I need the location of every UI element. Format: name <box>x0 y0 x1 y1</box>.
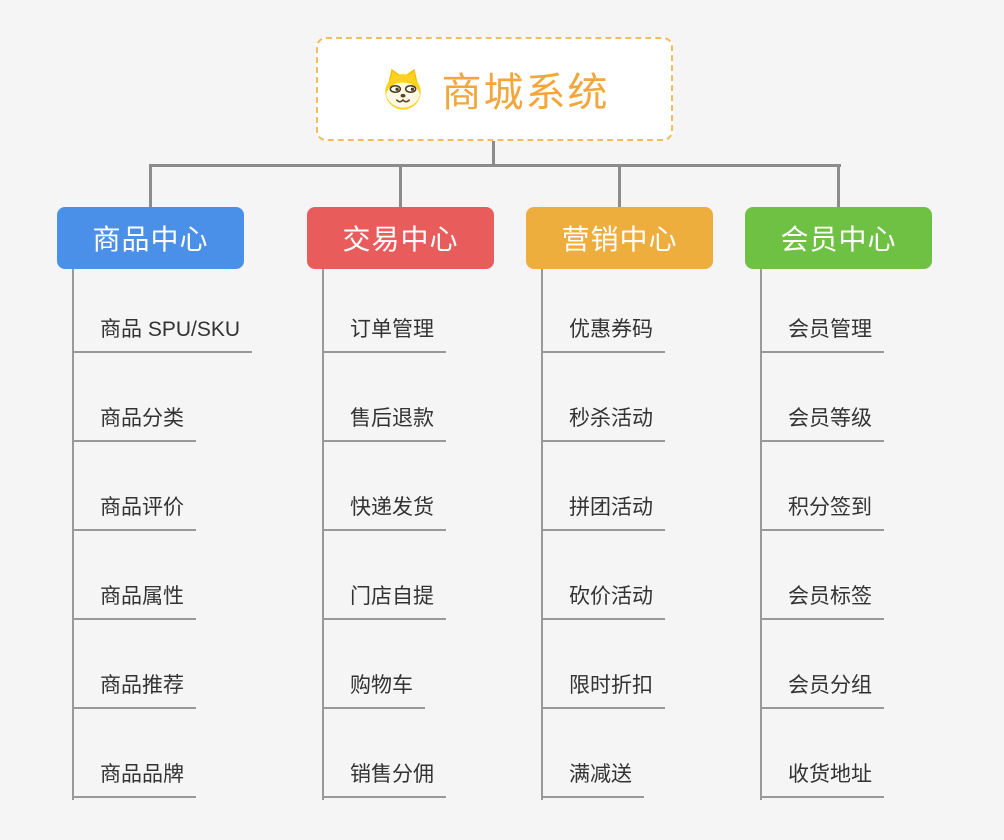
leaf-node[interactable]: 销售分佣 <box>322 762 446 798</box>
connector-drop-trade <box>399 164 402 210</box>
branch-column-marketing: 营销中心 优惠券码 秒杀活动 拼团活动 砍价活动 限时折扣 满减送 <box>526 207 776 807</box>
branch-column-trade: 交易中心 订单管理 售后退款 快递发货 门店自提 购物车 销售分佣 <box>307 207 557 807</box>
root-node[interactable]: 商城系统 <box>316 37 673 141</box>
leaf-node[interactable]: 优惠券码 <box>541 317 665 353</box>
leaf-node[interactable]: 秒杀活动 <box>541 406 665 442</box>
branch-node-product[interactable]: 商品中心 <box>57 207 244 269</box>
branch-trunk-line <box>72 269 74 800</box>
connector-horizontal-bar <box>149 164 841 167</box>
leaf-node[interactable]: 购物车 <box>322 673 425 709</box>
branch-node-member[interactable]: 会员中心 <box>745 207 932 269</box>
leaf-node[interactable]: 门店自提 <box>322 584 446 620</box>
branch-column-member: 会员中心 会员管理 会员等级 积分签到 会员标签 会员分组 收货地址 <box>745 207 995 807</box>
leaf-node[interactable]: 限时折扣 <box>541 673 665 709</box>
leaf-node[interactable]: 拼团活动 <box>541 495 665 531</box>
leaf-node[interactable]: 收货地址 <box>760 762 884 798</box>
root-title: 商城系统 <box>441 71 610 115</box>
branch-trunk-line <box>541 269 543 800</box>
connector-drop-member <box>837 164 840 210</box>
branch-trunk-line <box>760 269 762 800</box>
branch-column-product: 商品中心 商品 SPU/SKU 商品分类 商品评价 商品属性 商品推荐 商品品牌 <box>57 207 307 807</box>
leaf-node[interactable]: 会员管理 <box>760 317 884 353</box>
leaf-node[interactable]: 商品品牌 <box>72 762 196 798</box>
leaf-node[interactable]: 满减送 <box>541 762 644 798</box>
connector-drop-marketing <box>618 164 621 210</box>
leaf-node[interactable]: 商品属性 <box>72 584 196 620</box>
leaf-node[interactable]: 商品 SPU/SKU <box>72 317 253 353</box>
leaf-node[interactable]: 快递发货 <box>322 495 446 531</box>
connector-drop-product <box>149 164 152 210</box>
dog-icon <box>384 68 421 110</box>
branch-node-trade[interactable]: 交易中心 <box>307 207 494 269</box>
leaf-node[interactable]: 积分签到 <box>760 495 884 531</box>
leaf-node[interactable]: 售后退款 <box>322 406 446 442</box>
leaf-node[interactable]: 订单管理 <box>322 317 446 353</box>
connector-root-stub <box>492 141 495 166</box>
leaf-node[interactable]: 商品推荐 <box>72 673 196 709</box>
leaf-node[interactable]: 商品分类 <box>72 406 196 442</box>
leaf-node[interactable]: 商品评价 <box>72 495 196 531</box>
branch-trunk-line <box>322 269 324 800</box>
leaf-node[interactable]: 会员分组 <box>760 673 884 709</box>
leaf-node[interactable]: 砍价活动 <box>541 584 665 620</box>
leaf-node[interactable]: 会员标签 <box>760 584 884 620</box>
branch-node-marketing[interactable]: 营销中心 <box>526 207 713 269</box>
leaf-node[interactable]: 会员等级 <box>760 406 884 442</box>
